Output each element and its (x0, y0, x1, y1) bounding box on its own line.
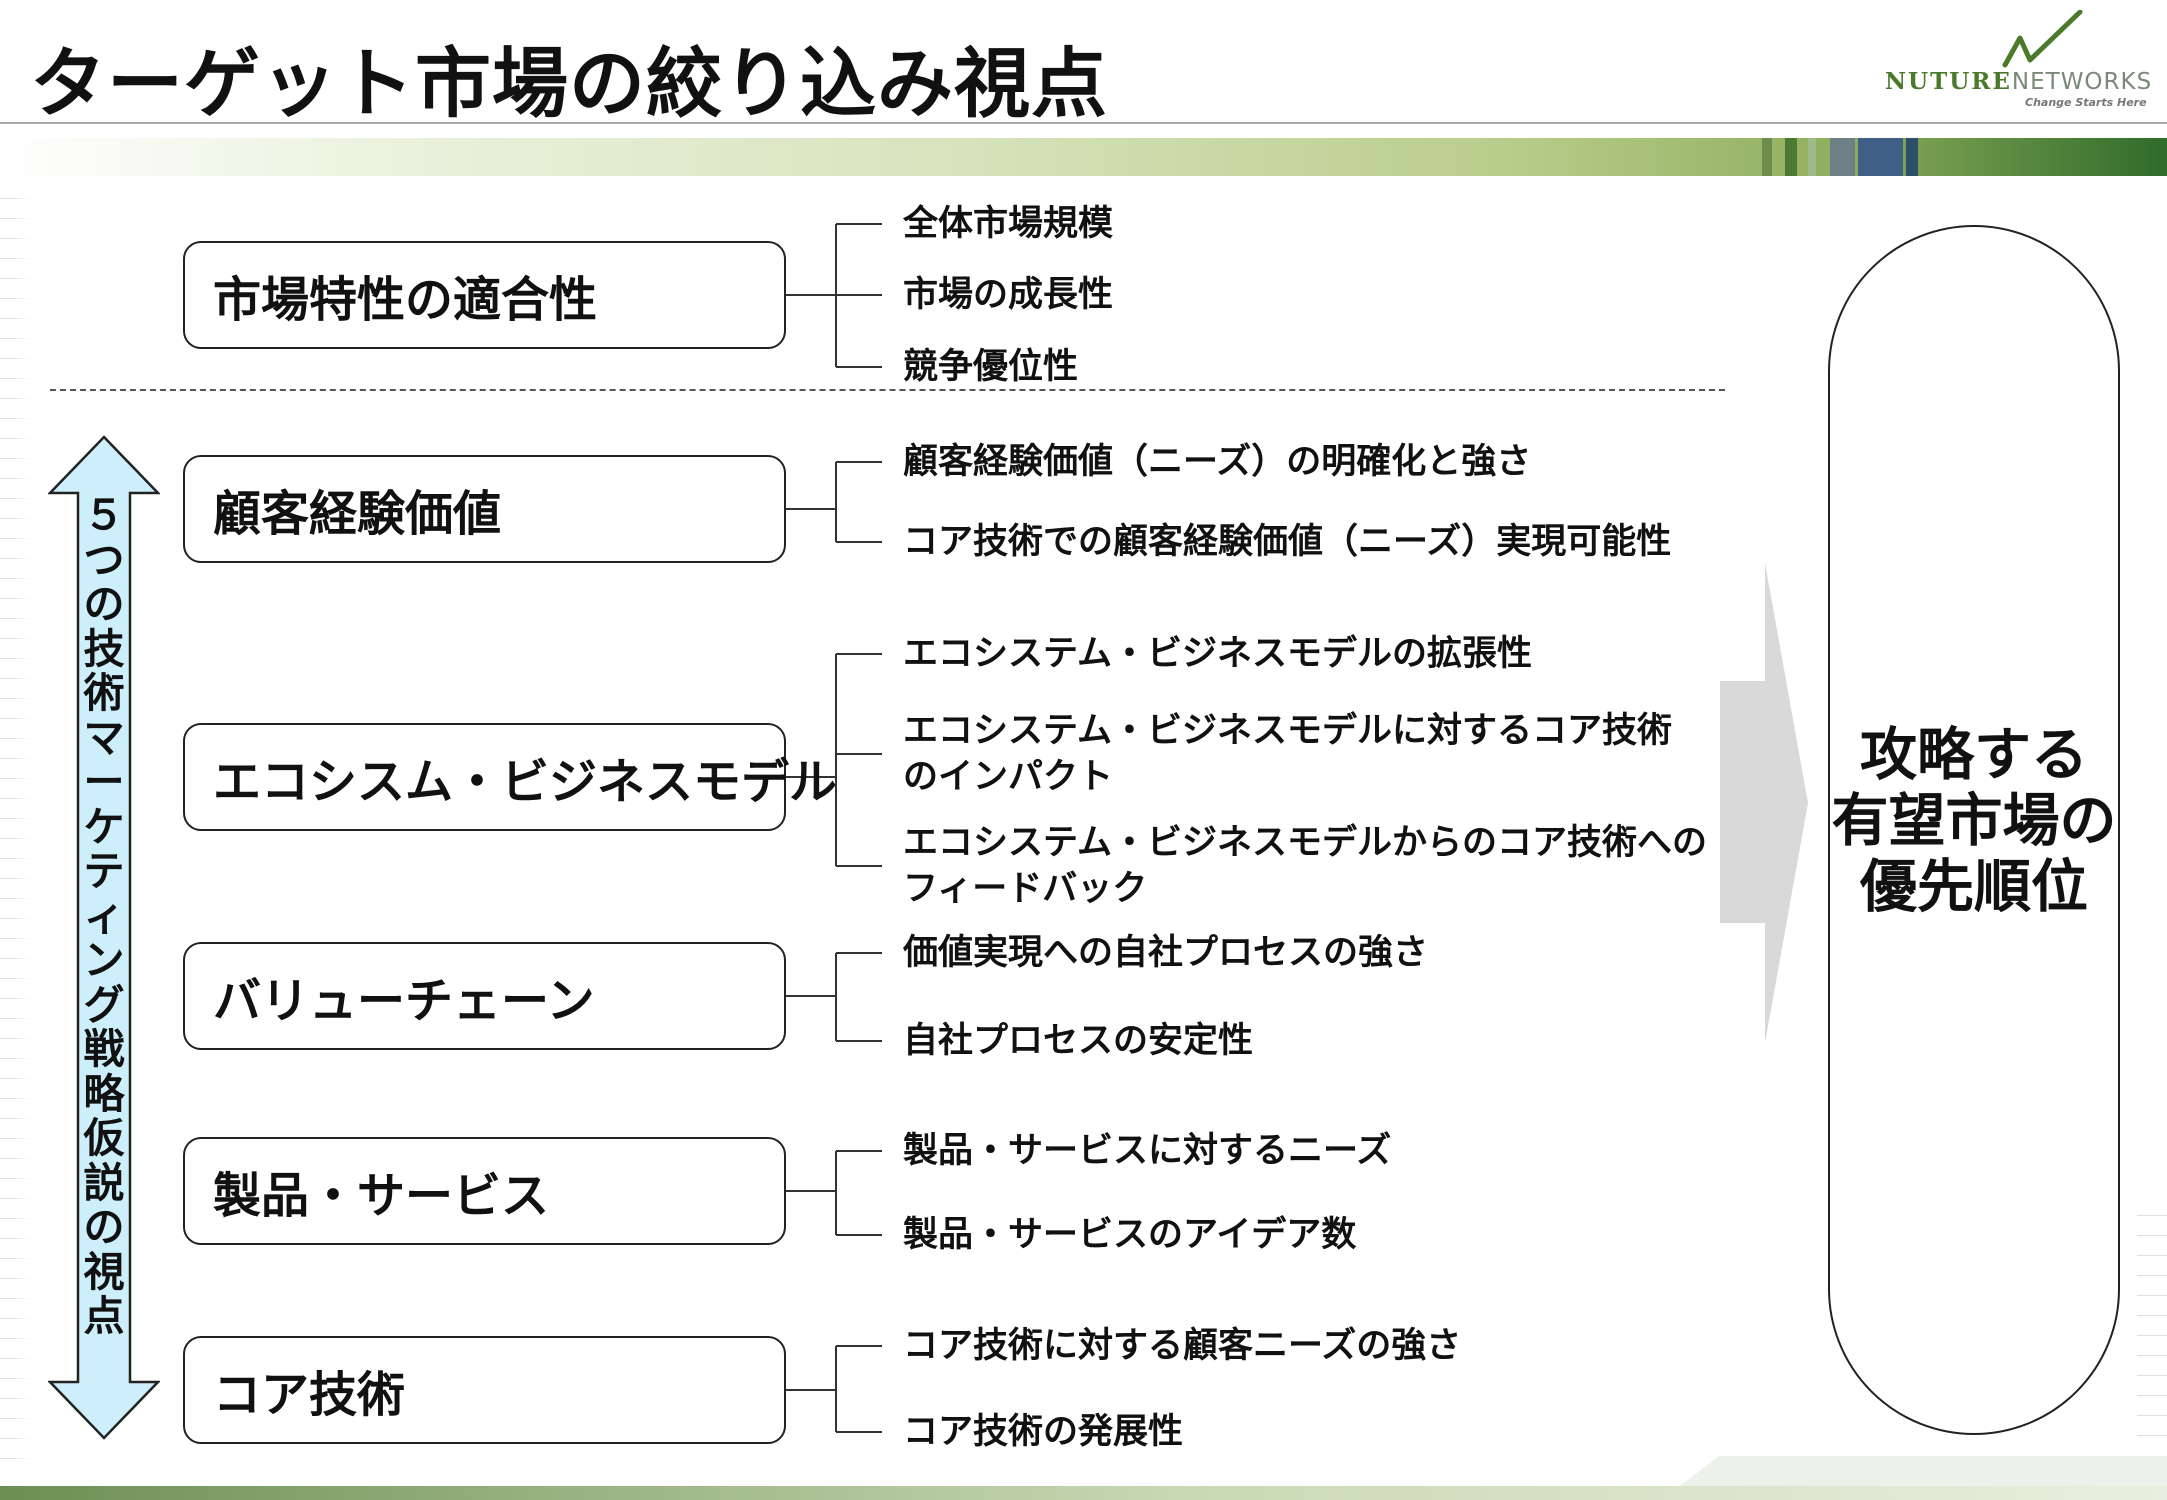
category-label: エコシスム・ビジネスモデル (213, 754, 838, 810)
result-capsule (1828, 225, 2120, 1435)
double-arrow-icon (48, 435, 160, 1440)
sub-item-line: エコシステム・ビジネスモデルに対するコア技術 (903, 711, 1672, 751)
logo-check-icon (2002, 10, 2083, 68)
sub-item-line: エコシステム・ビジネスモデルからのコア技術への (903, 823, 1707, 863)
sub-item: 価値実現への自社プロセスの強さ (903, 933, 1429, 973)
sub-item: エコシステム・ビジネスモデルに対するコア技術のインパクト (903, 708, 1672, 800)
result-line: 攻略する (1860, 722, 2088, 788)
category-label: 市場特性の適合性 (213, 272, 598, 328)
sub-item: コア技術での顧客経験価値（ニーズ）実現可能性 (903, 522, 1672, 562)
category-value-chain: バリューチェーン (183, 942, 786, 1050)
logo-brand: NUTURENETWORKS (1885, 68, 2152, 95)
category-core-technology: コア技術 (183, 1336, 786, 1444)
category-label: コア技術 (213, 1367, 406, 1423)
sub-item: コア技術に対する顧客ニーズの強さ (903, 1326, 1462, 1366)
sub-item: 顧客経験価値（ニーズ）の明確化と強さ (903, 442, 1532, 482)
page-title: ターゲット市場の絞り込み視点 (30, 39, 1108, 128)
header-block (1762, 138, 1772, 176)
logo-brand-nuture: NUTURE (1885, 68, 2012, 95)
result-line: 優先順位 (1860, 854, 2088, 920)
category-label: 製品・サービス (213, 1168, 550, 1224)
result-text: 攻略する 有望市場の 優先順位 (1828, 722, 2120, 920)
header-band (0, 138, 2167, 176)
footer-band (0, 1486, 2167, 1500)
category-product-service: 製品・サービス (183, 1137, 786, 1245)
header-block (1858, 138, 1903, 176)
sub-item-line: フィードバック (903, 869, 1148, 909)
sub-item: 市場の成長性 (903, 275, 1114, 315)
ruler-decoration (0, 198, 30, 1478)
vertical-label: ５つの技術マーケティング戦略仮説の視点 (83, 491, 125, 1340)
category-label: バリューチェーン (213, 973, 595, 1029)
header-block (1906, 138, 1918, 176)
header-block (1785, 138, 1797, 176)
sub-item: エコシステム・ビジネスモデルの拡張性 (903, 634, 1532, 674)
logo-tagline: Change Starts Here (2025, 96, 2147, 109)
dashed-separator (50, 389, 1725, 391)
logo-brand-networks: NETWORKS (2011, 69, 2153, 95)
header-block (1808, 138, 1816, 176)
ruler-decoration (2137, 1215, 2167, 1455)
sub-item-line: のインパクト (903, 757, 1114, 797)
category-ecosystem: エコシスム・ビジネスモデル (183, 723, 837, 831)
sub-item: コア技術の発展性 (903, 1412, 1184, 1452)
header-divider (0, 122, 2167, 124)
category-label: 顧客経験価値 (213, 486, 502, 542)
category-customer-experience: 顧客経験価値 (183, 455, 786, 563)
sub-item: 製品・サービスのアイデア数 (903, 1215, 1357, 1255)
header-block (1830, 138, 1855, 176)
sub-item: 競争優位性 (903, 347, 1079, 387)
footer-wedge (1680, 1456, 2167, 1486)
sub-item: 自社プロセスの安定性 (903, 1021, 1254, 1061)
sub-item: 製品・サービスに対するニーズ (903, 1131, 1392, 1171)
result-line: 有望市場の (1831, 788, 2117, 854)
sub-item: エコシステム・ビジネスモデルからのコア技術へのフィードバック (903, 820, 1707, 912)
right-arrow-icon (1720, 563, 1808, 1043)
sub-item: 全体市場規模 (903, 204, 1114, 244)
category-market-fit: 市場特性の適合性 (183, 241, 786, 349)
